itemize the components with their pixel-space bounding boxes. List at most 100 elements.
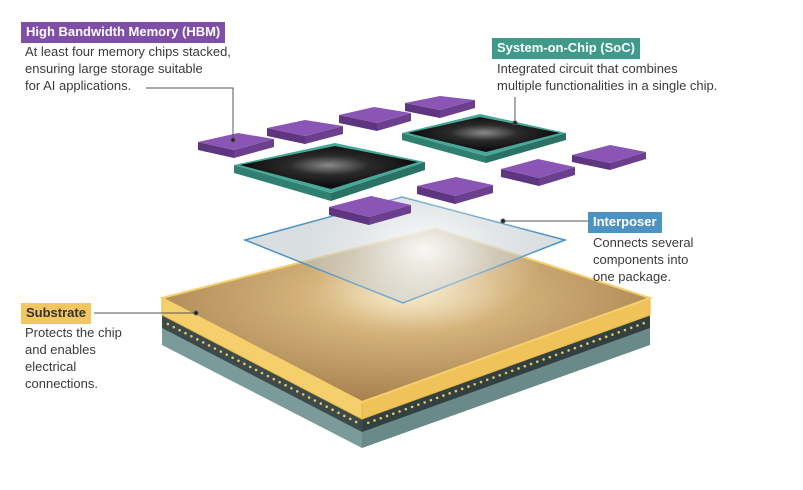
hbm-chip-3 — [339, 107, 411, 131]
hbm-chip-1 — [198, 133, 274, 158]
hbm-chip-2 — [267, 120, 343, 144]
soc-desc-line-1: Integrated circuit that combines — [497, 61, 678, 76]
substrate-pin — [554, 353, 558, 357]
substrate-pin — [623, 328, 627, 332]
substrate-pin — [523, 364, 527, 368]
hbm-desc-line-1: At least four memory chips stacked, — [25, 44, 231, 59]
substrate-pin — [442, 394, 445, 397]
substrate-pin — [398, 410, 401, 413]
interposer-description: Connects several components into one pac… — [593, 234, 693, 285]
substrate-pin — [404, 407, 408, 411]
substrate-pin — [237, 359, 240, 363]
substrate-pin — [354, 420, 358, 424]
substrate-pin — [307, 396, 311, 399]
substrate-pin — [417, 403, 420, 406]
substrate-bottom-left-face — [162, 325, 362, 448]
hbm-chip-7 — [417, 177, 493, 204]
substrate-pin — [492, 376, 495, 379]
substrate-pin — [561, 351, 564, 354]
hbm-label: High Bandwidth Memory (HBM) — [21, 22, 226, 43]
substrate-pin — [598, 337, 602, 341]
substrate-pin — [479, 380, 483, 384]
hbm-chips — [198, 96, 646, 225]
soc-description: Integrated circuit that combines multipl… — [497, 60, 717, 94]
substrate-pin — [219, 350, 223, 353]
substrate-pin — [473, 383, 476, 386]
substrate-pin — [504, 371, 508, 375]
substrate-pin — [348, 417, 352, 421]
substrate-pin — [207, 344, 211, 347]
substrate-pin — [454, 389, 458, 393]
substrate-pin — [325, 405, 329, 408]
substrate-pin — [586, 342, 589, 345]
interposer-desc-line-2: components into — [593, 252, 689, 267]
soc-desc-line-2: multiple functionalities in a single chi… — [497, 78, 718, 93]
soc-label: System-on-Chip (SoC) — [492, 38, 640, 59]
substrate-pin — [392, 412, 395, 415]
substrate-pin — [343, 414, 346, 418]
hbm-chip-5 — [572, 145, 646, 170]
substrate-pin — [410, 405, 414, 409]
substrate-pin — [385, 414, 389, 418]
substrate-pin — [573, 346, 577, 350]
substrate-pin — [636, 324, 639, 327]
substrate-pin — [178, 328, 181, 332]
substrate-pin — [510, 369, 514, 373]
substrate-desc-line-3: electrical — [25, 359, 77, 374]
substrate-pin — [201, 341, 205, 344]
substrate-pins-left — [166, 322, 358, 424]
hbm-description: At least four memory chips stacked, ensu… — [25, 43, 231, 94]
substrate-pin — [498, 373, 502, 377]
substrate-pin — [366, 421, 370, 425]
hbm-chip-4 — [405, 96, 475, 118]
substrate-pin — [301, 393, 305, 396]
substrate-desc-line-2: and enables — [25, 342, 96, 357]
substrate-pin — [290, 386, 293, 390]
substrate-pin — [243, 362, 246, 366]
hbm-chip-8 — [329, 196, 411, 225]
substrate-pin — [629, 326, 633, 330]
substrate-pin — [429, 398, 433, 402]
substrate-pin — [190, 334, 193, 338]
substrate-pin — [485, 378, 489, 382]
substrate-pin — [517, 367, 520, 370]
substrate-pin — [313, 399, 317, 402]
interposer-desc-line-1: Connects several — [593, 235, 694, 250]
substrate-pin — [195, 338, 199, 341]
leader-lines — [94, 87, 590, 316]
substrate-pin — [225, 353, 229, 356]
substrate-pin — [642, 321, 646, 325]
substrate-label: Substrate — [21, 303, 91, 324]
substrate-pin — [166, 322, 170, 326]
substrate-pin — [248, 365, 252, 369]
substrate-pin — [592, 340, 595, 343]
substrate-pin — [278, 380, 281, 384]
substrate-pin — [373, 419, 376, 422]
substrate-pin — [611, 333, 614, 336]
substrate-pin — [331, 408, 334, 412]
substrate-pin — [617, 331, 620, 334]
soc-die-left — [234, 143, 425, 201]
substrate-desc-line-4: connections. — [25, 376, 98, 391]
substrate-pin — [254, 368, 258, 372]
substrate-pin — [460, 387, 464, 391]
substrate-description: Protects the chip and enables electrical… — [25, 324, 122, 392]
substrate-pin — [184, 331, 187, 335]
substrate-pin — [266, 374, 270, 378]
substrate-pin — [529, 362, 533, 366]
substrate-pin — [548, 355, 552, 359]
substrate-pin — [579, 344, 583, 348]
hbm-desc-line-2: ensuring large storage suitable — [25, 61, 203, 76]
substrate-pin — [379, 416, 383, 420]
interposer-label: Interposer — [588, 212, 662, 233]
substrate-pin — [260, 371, 264, 375]
substrate-pin — [448, 392, 451, 395]
hbm-chip-6 — [501, 159, 575, 186]
substrate-pin — [423, 401, 426, 404]
interposer-desc-line-3: one package. — [593, 269, 672, 284]
substrate-pin — [604, 335, 608, 339]
substrate-pin — [172, 325, 176, 329]
substrate-pin — [542, 358, 545, 361]
substrate-desc-line-1: Protects the chip — [25, 325, 122, 340]
